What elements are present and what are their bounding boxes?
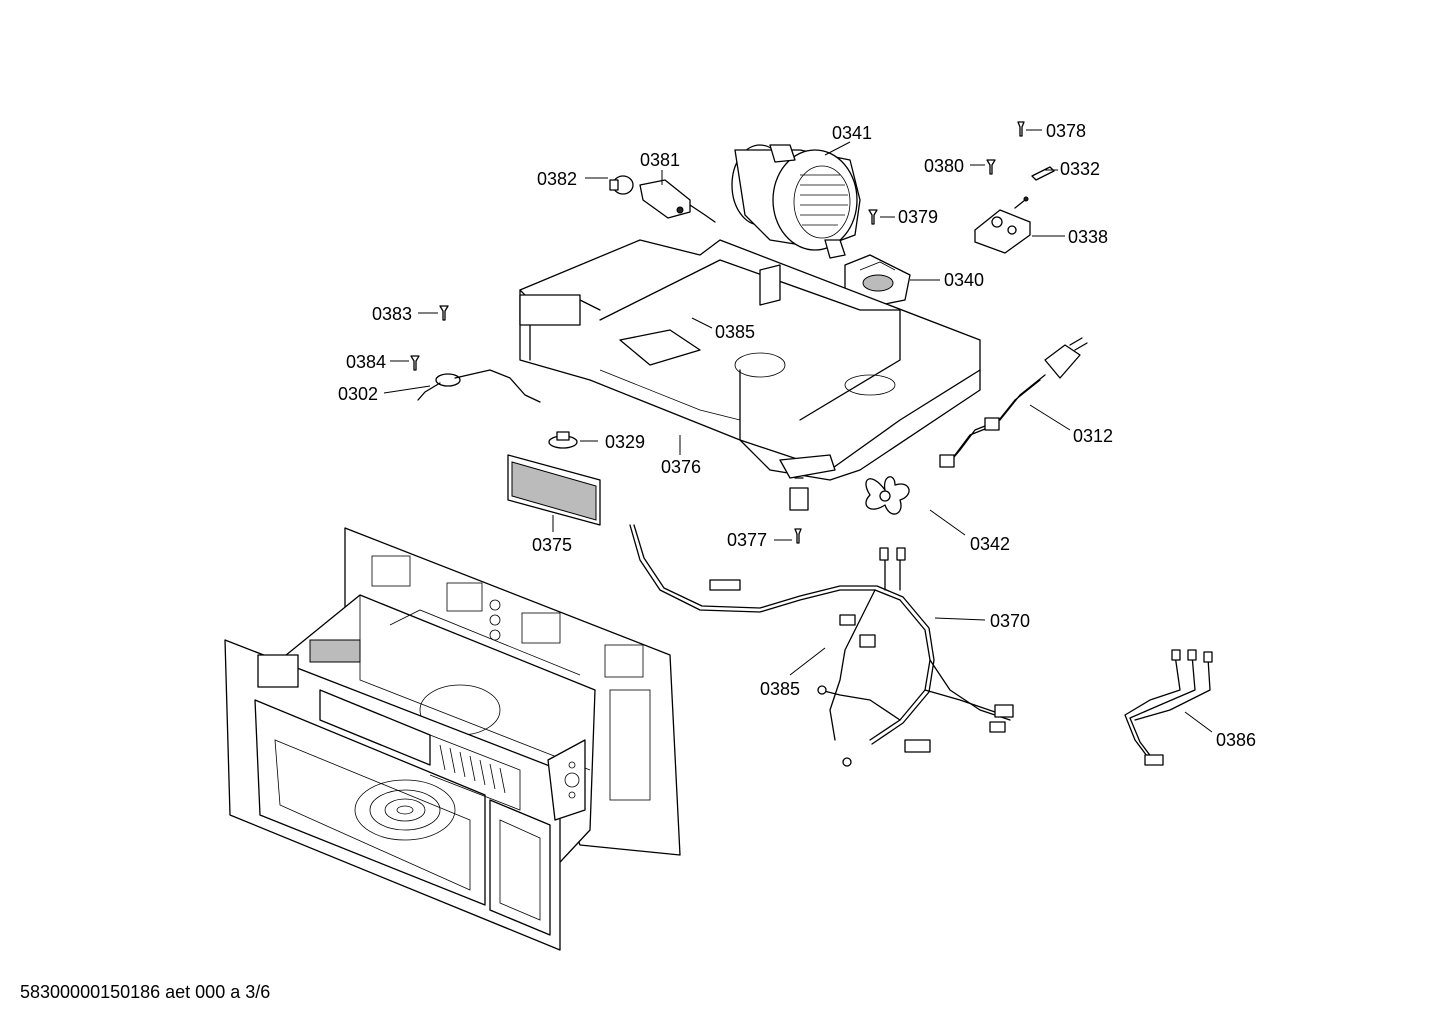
label-0384: 0384 xyxy=(346,352,386,372)
motor-bracket-part xyxy=(844,254,911,306)
power-cord-part xyxy=(939,337,1088,468)
wiring-harness-part xyxy=(629,524,1014,767)
label-0378: 0378 xyxy=(1046,121,1086,141)
fan-blade-part xyxy=(865,476,910,515)
label-0380: 0380 xyxy=(924,156,964,176)
label-0382: 0382 xyxy=(537,169,577,189)
label-0341: 0341 xyxy=(832,123,872,143)
label-0302: 0302 xyxy=(338,384,378,404)
label-0342: 0342 xyxy=(970,534,1010,554)
thermal-cutout-part xyxy=(548,431,578,449)
label-0370: 0370 xyxy=(990,611,1030,631)
label-0340: 0340 xyxy=(944,270,984,290)
label-0377: 0377 xyxy=(727,530,767,550)
label-0375: 0375 xyxy=(532,535,572,555)
circuit-board-part xyxy=(974,196,1031,254)
label-0312: 0312 xyxy=(1073,426,1113,446)
blower-housing-part xyxy=(731,144,861,259)
lamp-part xyxy=(609,175,716,223)
thermostat-part xyxy=(417,369,541,403)
base-chassis-part xyxy=(519,239,981,481)
fuse-part xyxy=(1031,166,1055,181)
oven-cavity-part xyxy=(224,527,681,951)
label-0329: 0329 xyxy=(605,432,645,452)
label-0332: 0332 xyxy=(1060,159,1100,179)
grease-filter-part xyxy=(507,454,601,526)
label-0383: 0383 xyxy=(372,304,412,324)
part-labels: 0341 0378 0381 0380 0332 0382 0379 0338 … xyxy=(338,121,1256,750)
label-0385-top: 0385 xyxy=(715,322,755,342)
label-0379: 0379 xyxy=(898,207,938,227)
label-0381: 0381 xyxy=(640,150,680,170)
wire-part xyxy=(1124,649,1213,766)
label-0385-bottom: 0385 xyxy=(760,679,800,699)
connector-part xyxy=(789,477,809,511)
label-0376: 0376 xyxy=(661,457,701,477)
drawing-reference-footer: 58300000150186 aet 000 a 3/6 xyxy=(20,982,271,1002)
label-0338: 0338 xyxy=(1068,227,1108,247)
leader-lines xyxy=(383,129,1213,733)
label-0386: 0386 xyxy=(1216,730,1256,750)
